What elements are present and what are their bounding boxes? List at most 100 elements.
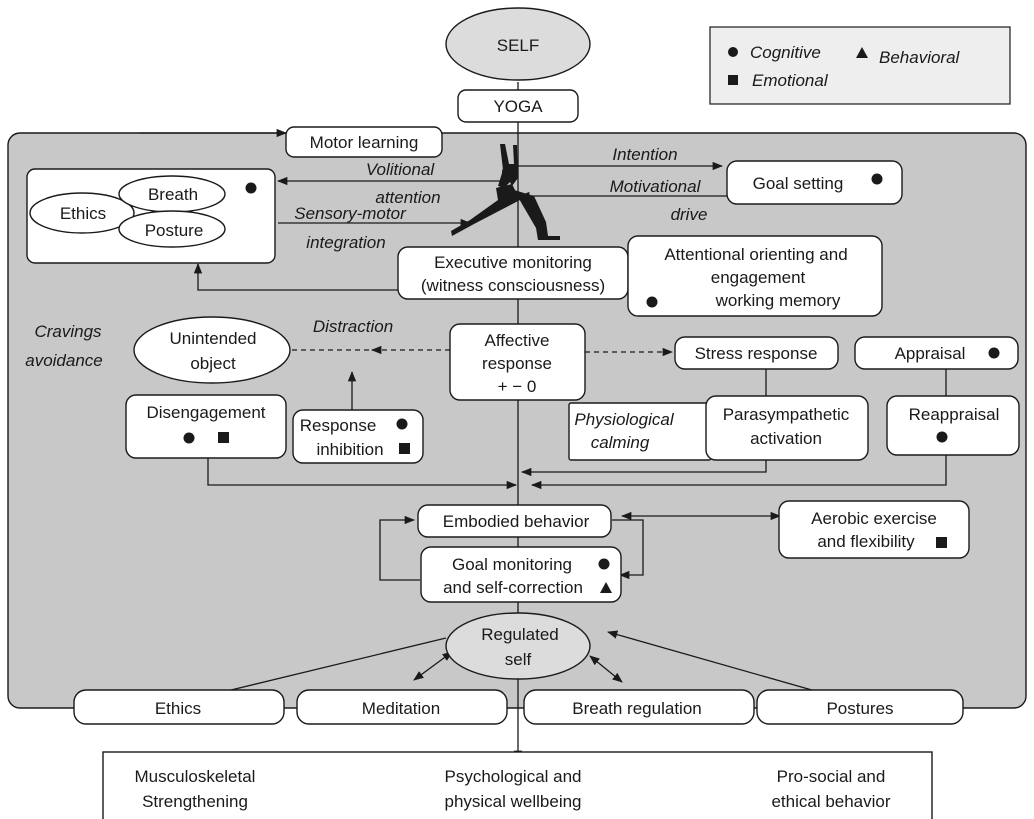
- square-marker: [728, 75, 738, 85]
- cravings-label: Cravings: [34, 322, 102, 341]
- regulated-self-node: [445, 612, 591, 680]
- outcome-2-line1: Psychological and: [444, 767, 581, 786]
- goal-monitoring-line1: Goal monitoring: [452, 555, 572, 574]
- ethics-practice-node: [73, 689, 285, 725]
- connectors: [140, 82, 947, 762]
- parasympathetic-line2: activation: [750, 429, 822, 448]
- reappraisal-cognitive-marker: [936, 431, 948, 443]
- ethics-inner-label: Ethics: [60, 204, 106, 223]
- legend: [709, 26, 1011, 105]
- appraisal-cognitive-marker: [988, 347, 1000, 359]
- affective-line2: response: [482, 354, 552, 373]
- response-label: Response: [300, 416, 377, 435]
- inhibition-emotional-marker: [399, 443, 410, 454]
- sensory-motor-label: Sensory-motor: [294, 204, 407, 223]
- disengagement-emotional-marker: [218, 432, 229, 443]
- aerobic-line1: Aerobic exercise: [811, 509, 937, 528]
- embodied-behavior-node: [417, 504, 612, 538]
- motor-learning-label: Motor learning: [310, 133, 419, 152]
- goal-monitoring-cognitive-marker: [598, 558, 610, 570]
- reappraisal-node: [886, 395, 1020, 456]
- goal-monitoring-line2: and self-correction: [443, 578, 583, 597]
- goal-monitoring-node: [420, 546, 622, 603]
- response-inhibition-node: [292, 409, 424, 464]
- self-label: SELF: [497, 36, 540, 55]
- circle-marker: [728, 47, 738, 57]
- posture-label: Posture: [145, 221, 204, 240]
- attentional-line1: Attentional orienting and: [664, 245, 847, 264]
- outcome-1-line1: Musculoskeletal: [135, 767, 256, 786]
- legend-behavioral: Behavioral: [879, 48, 961, 67]
- appraisal-label: Appraisal: [895, 344, 966, 363]
- attention-label: attention: [375, 188, 440, 207]
- inhibition-label: inhibition: [316, 440, 383, 459]
- attentional-orienting-node: [627, 235, 883, 317]
- motivational-label: Motivational: [610, 177, 702, 196]
- breath-regulation-node: [523, 689, 755, 725]
- breath-label: Breath: [148, 185, 198, 204]
- postures-node: [756, 689, 964, 725]
- disengagement-label: Disengagement: [146, 403, 265, 422]
- parasympathetic-line1: Parasympathetic: [723, 405, 850, 424]
- stress-response-node: [674, 336, 839, 370]
- ethics-ellipse: [29, 192, 135, 234]
- triangle-marker: [856, 47, 868, 58]
- attentional-cognitive-marker: [646, 296, 658, 308]
- parasympathetic-node: [705, 395, 869, 461]
- unintended-line1: Unintended: [170, 329, 257, 348]
- affective-line1: Affective: [485, 331, 550, 350]
- disengagement-node: [125, 394, 287, 459]
- outcome-3-line1: Pro-social and: [777, 767, 886, 786]
- affective-response-node: [449, 323, 586, 401]
- goal-setting-label: Goal setting: [753, 174, 844, 193]
- bottom-postures-label: Postures: [826, 699, 893, 718]
- self-node: [445, 7, 591, 81]
- drive-label: drive: [671, 205, 708, 224]
- goal-setting-cognitive-marker: [871, 173, 883, 185]
- regulated-line2: self: [505, 650, 532, 669]
- stress-label: Stress response: [695, 344, 818, 363]
- attentional-line3: working memory: [715, 291, 841, 310]
- practice-cognitive-marker: [245, 182, 257, 194]
- volitional-label: Volitional: [366, 160, 436, 179]
- bottom-meditation-label: Meditation: [362, 699, 440, 718]
- aerobic-line2: and flexibility: [817, 532, 915, 551]
- legend-cognitive: Cognitive: [750, 43, 821, 62]
- aerobic-exercise-node: [778, 500, 970, 559]
- outcome-1-line2: Strengthening: [142, 792, 248, 811]
- motor-learning-node: [285, 126, 443, 158]
- unintended-line2: object: [190, 354, 236, 373]
- aerobic-emotional-marker: [936, 537, 947, 548]
- goal-setting-node: [726, 160, 903, 205]
- posture-ellipse: [118, 210, 226, 248]
- distraction-label: Distraction: [313, 317, 393, 336]
- disengagement-cognitive-marker: [183, 432, 195, 444]
- goal-monitoring-behavioral-marker: [600, 582, 612, 593]
- executive-line1: Executive monitoring: [434, 253, 592, 272]
- executive-line2: (witness consciousness): [421, 276, 605, 295]
- legend-emotional: Emotional: [752, 71, 829, 90]
- meditation-node: [296, 689, 508, 725]
- integration-label: integration: [306, 233, 385, 252]
- attentional-line2: engagement: [711, 268, 806, 287]
- yoga-node: [457, 89, 579, 123]
- bottom-ethics-label: Ethics: [155, 699, 201, 718]
- calming-label: calming: [591, 433, 650, 452]
- embodied-label: Embodied behavior: [443, 512, 590, 531]
- outcome-2-line2: physical wellbeing: [444, 792, 581, 811]
- regulated-line1: Regulated: [481, 625, 559, 644]
- physiological-label: Physiological: [574, 410, 674, 429]
- yoga-pose-figure-icon: [451, 144, 560, 240]
- outcome-3-line2: ethical behavior: [771, 792, 890, 811]
- intention-label: Intention: [612, 145, 677, 164]
- affective-line3: + − 0: [498, 377, 537, 396]
- avoidance-label: avoidance: [25, 351, 103, 370]
- unintended-object-node: [133, 316, 291, 384]
- outcomes-box: [102, 751, 933, 819]
- inhibition-cognitive-marker: [396, 418, 408, 430]
- bottom-breath-label: Breath regulation: [572, 699, 701, 718]
- appraisal-node: [854, 336, 1019, 370]
- yoga-label: YOGA: [493, 97, 543, 116]
- reappraisal-label: Reappraisal: [909, 405, 1000, 424]
